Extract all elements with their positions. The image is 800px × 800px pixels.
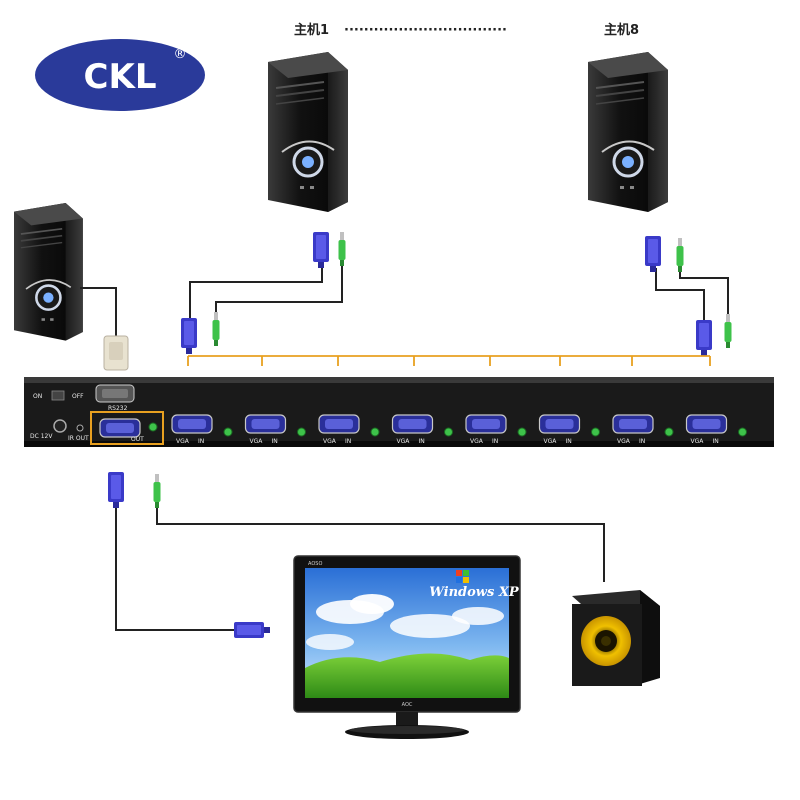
audio-jack-icon (676, 238, 684, 272)
vga-connector-icon (181, 318, 197, 354)
audio-input-port[interactable] (297, 427, 306, 437)
port-vga-label: VGA (544, 438, 558, 445)
port-in-label: IN (566, 438, 572, 445)
port-vga-label: VGA (397, 438, 411, 445)
host8-cables (655, 268, 729, 320)
host-range-dots: ································· (344, 23, 507, 38)
power-off-label: OFF (72, 393, 84, 400)
ir-out-port[interactable] (76, 424, 84, 432)
port-vga-label: VGA (617, 438, 631, 445)
logo-text: CKL (84, 57, 157, 97)
monitor-brand-bottom: AOC (402, 702, 413, 708)
input-port-8: VGA IN (685, 414, 747, 445)
vga-input-port[interactable] (171, 414, 213, 434)
port-in-label: IN (345, 438, 351, 445)
audio-input-port[interactable] (664, 427, 674, 437)
windows-logo-icon (456, 570, 469, 583)
host-range-label: 主机1 ································· 主机… (294, 22, 639, 38)
vga-connector-icon (645, 236, 661, 272)
audio-jack-icon (153, 474, 161, 508)
ir-label: IR OUT (68, 435, 89, 442)
input-port-2: VGA IN (244, 414, 306, 445)
output-highlight (90, 411, 164, 445)
vga-input-port[interactable] (318, 414, 360, 434)
audio-input-port[interactable] (591, 427, 600, 437)
port-vga-label: VGA (323, 438, 337, 445)
ckl-logo: CKL ® (35, 39, 205, 111)
audio-jack-icon (338, 232, 346, 266)
host-last-label: 主机8 (604, 22, 639, 38)
port-in-label: IN (639, 438, 645, 445)
input-port-6: VGA IN (538, 414, 600, 445)
port-vga-label: VGA (691, 438, 705, 445)
monitor-brand-top: AOSO (308, 561, 322, 567)
registered-mark: ® (174, 47, 187, 62)
input-port-row: VGA IN VGA IN VGA IN VGA IN VGA IN VGA IN VGA IN VGA IN (171, 414, 747, 445)
port-in-label: IN (198, 438, 204, 445)
host1-cables (189, 265, 343, 318)
vga-input-port[interactable] (685, 414, 728, 434)
input-port-bracket (187, 355, 711, 366)
vga-input-port[interactable] (538, 414, 581, 434)
audio-input-port[interactable] (517, 427, 527, 437)
input-port-7: VGA IN (612, 414, 674, 445)
vga-input-port[interactable] (612, 414, 654, 434)
computer-tower-icon (266, 50, 350, 214)
out-label: OUT (131, 436, 144, 443)
rs232-label: RS232 (108, 405, 128, 412)
vga-connector-icon (313, 232, 329, 268)
input-port-3: VGA IN (318, 414, 380, 445)
power-on-label: ON (33, 393, 42, 400)
dc-power-jack[interactable] (53, 419, 67, 433)
vga-connector-icon (234, 622, 270, 638)
speaker-icon (572, 590, 660, 686)
audio-jack-icon (724, 314, 732, 348)
screen-title: Windows XP (429, 585, 520, 600)
input-port-5: VGA IN (465, 414, 527, 445)
vga-input-port[interactable] (391, 414, 434, 434)
vga-connector-icon (108, 472, 124, 508)
vga-input-port[interactable] (244, 414, 287, 434)
port-vga-label: VGA (176, 438, 190, 445)
port-vga-label: VGA (470, 438, 484, 445)
port-in-label: IN (272, 438, 278, 445)
audio-input-port[interactable] (370, 427, 380, 437)
input-port-4: VGA IN (391, 414, 453, 445)
vga-input-port[interactable] (465, 414, 507, 434)
host-first-label: 主机1 (294, 22, 329, 38)
vga-connector-icon (696, 320, 712, 356)
audio-jack-icon (212, 312, 220, 346)
kvm-switch: ON OFF DC 12V IR OUT RS232 OUT VGA IN VGA I… (24, 377, 774, 447)
audio-input-port[interactable] (223, 427, 233, 437)
audio-input-port[interactable] (444, 427, 453, 437)
port-in-label: IN (713, 438, 719, 445)
rs232-cable (80, 287, 129, 371)
computer-tower-icon (586, 50, 670, 214)
dc-label: DC 12V (30, 433, 53, 440)
input-port-1: VGA IN (171, 414, 233, 445)
port-in-label: IN (492, 438, 498, 445)
computer-tower-icon (12, 201, 85, 342)
monitor-icon: Windows XP AOSO AOC (293, 555, 521, 739)
audio-output-port[interactable] (148, 422, 158, 432)
power-switch[interactable] (51, 390, 65, 401)
port-vga-label: VGA (250, 438, 264, 445)
output-cables (115, 506, 605, 631)
audio-input-port[interactable] (738, 427, 747, 437)
port-in-label: IN (419, 438, 425, 445)
vga-output-port[interactable] (99, 418, 141, 438)
